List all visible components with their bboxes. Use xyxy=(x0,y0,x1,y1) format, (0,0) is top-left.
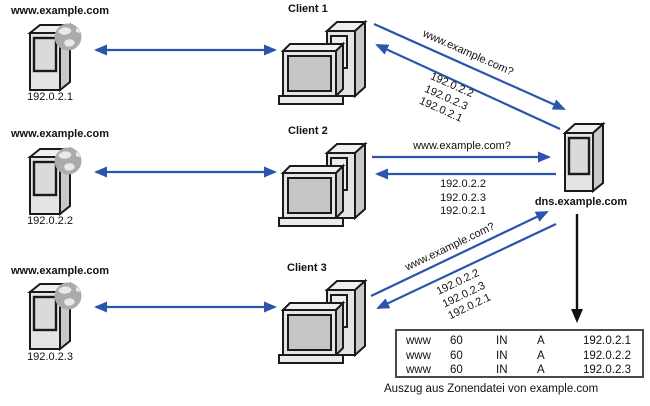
query-label: www.example.com? xyxy=(413,140,511,152)
server-ip: 192.0.2.1 xyxy=(27,91,73,103)
client-label: Client 3 xyxy=(287,262,327,274)
server-label: www.example.com xyxy=(11,265,110,277)
server-label: www.example.com xyxy=(11,5,110,17)
response-ip-list: 192.0.2.2 192.0.2.3 192.0.2.1 xyxy=(440,178,486,217)
server-icon xyxy=(27,281,82,351)
server-label: www.example.com xyxy=(11,128,110,140)
client-icon xyxy=(278,278,368,364)
zone-file-row: www 60 IN A 192.0.2.3 xyxy=(406,364,631,376)
client-icon xyxy=(278,141,368,227)
zone-file-row: www 60 IN A 192.0.2.2 xyxy=(406,349,631,362)
client-label: Client 1 xyxy=(288,3,328,15)
globe-icon xyxy=(54,282,82,310)
server-ip: 192.0.2.2 xyxy=(27,215,73,227)
zone-file-row: www 60 IN A 192.0.2.1 xyxy=(406,335,631,347)
globe-icon xyxy=(54,147,82,175)
globe-icon xyxy=(54,23,82,51)
response-ip-list: 192.0.2.2 192.0.2.3 192.0.2.1 xyxy=(434,267,493,323)
client-icon xyxy=(278,19,368,105)
server-ip: 192.0.2.3 xyxy=(27,351,73,363)
client-label: Client 2 xyxy=(288,125,328,137)
response-ip-list: 192.0.2.2 192.0.2.3 192.0.2.1 xyxy=(417,70,476,125)
dns-server-icon xyxy=(562,121,606,194)
dns-server-label: dns.example.com xyxy=(534,196,628,208)
zone-file-table: www 60 IN A 192.0.2.1 www 60 IN A 192.0.… xyxy=(395,329,644,378)
server-icon xyxy=(27,146,82,216)
server-icon xyxy=(27,22,82,92)
zone-file-caption: Auszug aus Zonendatei von example.com xyxy=(384,383,599,395)
